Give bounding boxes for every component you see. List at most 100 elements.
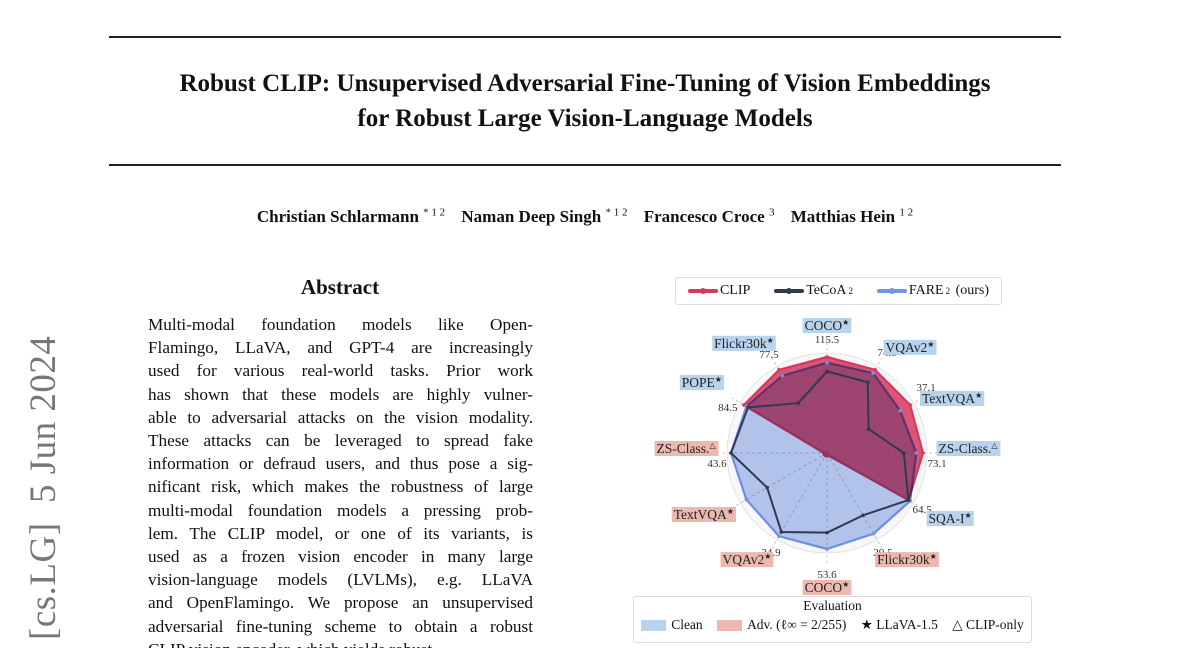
axis-label-text: TextVQA: [674, 507, 727, 522]
axis-label-background: [936, 441, 1001, 456]
series-fare-point: [871, 531, 876, 536]
series-tecoa-point: [779, 530, 784, 534]
axis-label-clean: SQA-I★: [926, 511, 974, 526]
axis-label-background: [883, 339, 937, 355]
axis-label: Flickr30k★: [877, 552, 937, 567]
axis-label: ZS-Class.△: [656, 441, 716, 456]
star-icon: ★: [965, 511, 972, 520]
legend-clip-only-label: CLIP-only: [966, 617, 1024, 632]
axis-max-value: 43.6: [707, 458, 727, 470]
series-fare-point: [777, 534, 781, 538]
legend-clip-only: △ CLIP-only: [952, 617, 1024, 633]
axis-label-clean: COCO★: [802, 318, 852, 333]
author-affiliation: 1 2: [899, 206, 914, 218]
star-icon: ★: [930, 552, 937, 561]
series-fare-point: [780, 373, 785, 378]
author-list: Christian Schlarmann * 1 2 Naman Deep Si…: [100, 206, 1070, 227]
legend-suffix: (ours): [952, 283, 990, 298]
triangle-icon: △: [991, 441, 998, 450]
star-icon: ★: [842, 318, 849, 327]
series-tecoa-point: [866, 427, 871, 431]
legend-label: FARE: [908, 283, 944, 298]
legend-adv: Adv. (ℓ∞ = 2/255): [717, 617, 846, 633]
star-icon: ★: [727, 507, 734, 516]
author: Naman Deep Singh * 1 2: [461, 206, 627, 226]
axis-label-adv: ZS-Class.△: [654, 441, 719, 456]
series-fare-point: [871, 371, 875, 375]
series-fare-point: [825, 360, 829, 365]
axis-label-text: ZS-Class.: [656, 441, 709, 456]
axis-label-background: [802, 318, 852, 333]
axis-label: TextVQA★: [674, 507, 734, 522]
abstract-line: These attacks can be leveraged to spread…: [148, 431, 533, 451]
abstract-line: used for various real-world tasks. Prior…: [148, 361, 533, 381]
axis-label-clean: VQAv2★: [883, 339, 937, 355]
series-clip-point: [825, 355, 829, 359]
axis-label: VQAv2★: [886, 340, 935, 355]
author-name: Matthias Hein: [790, 206, 896, 226]
series-tecoa-point: [825, 369, 829, 374]
axis-label-text: ZS-Class.: [938, 441, 991, 456]
author-affiliation: * 1 2: [423, 206, 446, 218]
abstract-line: able to adversarial attacks on the visio…: [148, 407, 533, 427]
author-affiliation: 3: [768, 206, 775, 218]
top-rule: [109, 36, 1061, 38]
abstract-line: nificant risk, which makes the robustnes…: [148, 477, 533, 497]
axis-label-clean: ZS-Class.△: [936, 441, 1001, 456]
abstract-line: Multi-modal foundation models like Open-: [148, 315, 533, 334]
axis-label-clean: Flickr30k★: [712, 335, 776, 351]
legend-sup: 2: [848, 286, 853, 296]
axis-label-background: [802, 580, 852, 595]
legend-adv-label: Adv. (ℓ∞ = 2/255): [747, 617, 847, 632]
axis-label-background: [654, 441, 719, 456]
abstract-line: used as a frozen vision encoder in many …: [148, 547, 533, 567]
axis-label-text: Flickr30k: [877, 552, 930, 567]
legend-sup: 2: [945, 286, 951, 296]
star-icon: ★: [860, 617, 877, 632]
star-icon: ★: [927, 340, 934, 349]
author-name: Christian Schlarmann: [256, 206, 419, 226]
axis-label: ZS-Class.△: [938, 441, 998, 456]
series-clip-point: [777, 368, 781, 372]
author-name: Francesco Croce: [643, 206, 765, 226]
axis-label-background: [720, 552, 774, 568]
series-tecoa-point: [746, 405, 750, 410]
series-tecoa-point: [866, 380, 870, 385]
legend-label: TeCoA: [806, 283, 847, 298]
author: Matthias Hein 1 2: [790, 206, 914, 226]
axis-label-background: [679, 375, 724, 390]
legend-clean: Clean: [641, 617, 703, 633]
series-tecoa-point: [861, 513, 865, 518]
axis-label-adv: TextVQA★: [671, 507, 736, 522]
legend-swatch: [774, 288, 805, 294]
axis-label-background: [920, 391, 985, 406]
title-line-1: Robust CLIP: Unsupervised Adversarial Fi…: [179, 70, 991, 97]
star-icon: ★: [975, 391, 982, 400]
axis-label-text: VQAv2: [723, 552, 765, 567]
abstract-line: vision-language models (LVLMs), e.g. LLa…: [148, 570, 533, 590]
title-line-2: for Robust Large Vision-Language Models: [357, 105, 813, 132]
axis-label: VQAv2★: [723, 552, 772, 567]
legend-item-clip: CLIP: [687, 283, 750, 299]
star-icon: ★: [767, 336, 774, 345]
abstract-line: Flamingo, LLaVA, and GPT-4 are increasin…: [148, 338, 533, 358]
axis-label-text: COCO: [805, 580, 843, 595]
legend-swatch: [876, 288, 907, 294]
author: Christian Schlarmann * 1 2: [256, 206, 446, 226]
series-fare-point: [825, 547, 829, 551]
abstract-line: adversarial fine-tuning scheme to obtain…: [148, 616, 533, 636]
axis-label-adv: Flickr30k★: [875, 552, 939, 568]
axis-label: TextVQA★: [922, 391, 982, 406]
series-clip-point: [908, 403, 912, 407]
adv-swatch: [717, 620, 743, 632]
abstract-line: and OpenFlamingo. We propose an unsuperv…: [148, 593, 533, 613]
series-tecoa-point: [729, 451, 733, 455]
axis-max-value: 115.5: [815, 334, 840, 346]
star-icon: ★: [715, 375, 722, 384]
author: Francesco Croce 3: [643, 206, 775, 226]
legend-llava-label: LLaVA-1.5: [876, 617, 938, 632]
legend-clean-label: Clean: [671, 617, 703, 632]
axis-label: COCO★: [805, 318, 850, 333]
abstract-line: information or defraud users, and thus p…: [148, 454, 533, 474]
